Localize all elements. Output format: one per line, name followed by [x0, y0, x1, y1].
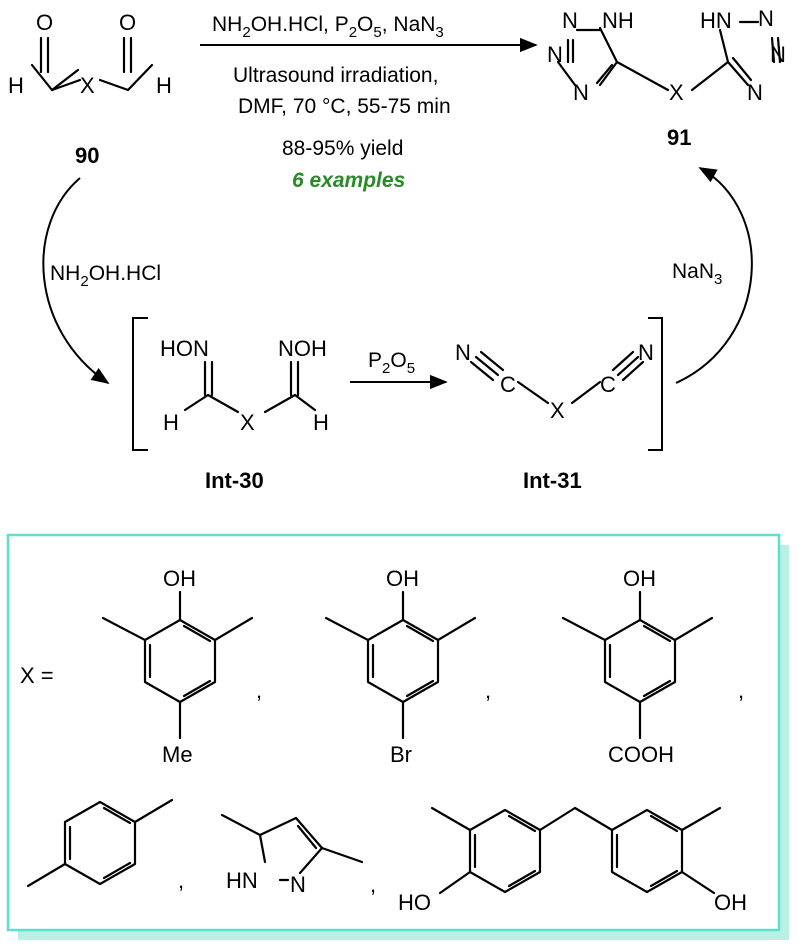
atom-N: N [638, 340, 654, 365]
main-reagents: NH2OH.HCl, P2O5, NaN3 [212, 13, 444, 41]
atom-N: N [770, 42, 786, 67]
compound-90-structure: O O H H X [8, 10, 172, 98]
condition-line-1: Ultrasound irradiation, [233, 64, 438, 87]
atom-N: N [455, 340, 471, 365]
substituent-p-tolyl: , [26, 798, 184, 893]
substituent-bisphenol-methylene: HO OH [398, 806, 747, 915]
atom-HN: HN [700, 8, 732, 33]
substituent-box [6, 533, 781, 932]
compound-91-structure: N NH N N X HN N N N [547, 6, 786, 105]
examples-text: 6 examples [292, 169, 405, 192]
atom-H: H [313, 410, 329, 435]
label-91: 91 [667, 125, 691, 150]
atom-O: O [119, 10, 136, 35]
int-30-structure: HON NOH H X H [160, 336, 329, 435]
curved-arrow-step1 [42, 177, 110, 385]
comma: , [370, 872, 376, 897]
carbon-C-left: C [500, 372, 516, 397]
right-bracket [648, 317, 663, 451]
int-31-structure: N X N C C [455, 340, 654, 423]
carbon-C-right: C [600, 372, 616, 397]
atom-OH: OH [714, 890, 747, 915]
atom-H: H [156, 73, 172, 98]
atom-HN: HN [226, 868, 258, 893]
atom-O: O [36, 10, 53, 35]
atom-NH: NH [602, 8, 634, 33]
atom-HO: HO [398, 890, 431, 915]
atom-N: N [573, 80, 589, 105]
comma: , [178, 868, 184, 893]
substituent-mesitol: OH Me , [101, 566, 262, 767]
label-int-31: Int-31 [523, 468, 582, 493]
substituent-hydroxybenzoic-acid: OH COOH , [561, 566, 744, 767]
left-bracket [132, 317, 148, 451]
step2-reagent: P2O5 [368, 349, 415, 377]
label-90: 90 [75, 143, 99, 168]
atom-Br: Br [390, 742, 412, 767]
atom-COOH: COOH [608, 742, 674, 767]
atom-OH: OH [623, 566, 656, 591]
x-equals-label: X = [20, 663, 54, 688]
atom-OH: OH [386, 566, 419, 591]
atom-X: X [80, 73, 95, 98]
atom-Me: Me [162, 742, 193, 767]
comma: , [485, 678, 491, 703]
atom-NOH: NOH [278, 336, 327, 361]
step1-reagent: NH2OH.HCl [50, 262, 161, 290]
curved-arrow-step3 [675, 167, 753, 384]
substituent-pyrazole: HN N , [220, 813, 376, 897]
atom-H: H [8, 73, 24, 98]
atom-N: N [547, 42, 563, 67]
atom-X: X [550, 398, 565, 423]
atom-X: X [669, 80, 684, 105]
atom-HON: HON [160, 336, 209, 361]
atom-H: H [163, 410, 179, 435]
atom-N: N [747, 80, 763, 105]
comma: , [738, 678, 744, 703]
substituent-bromophenol: OH Br , [324, 566, 491, 767]
atom-N: N [562, 8, 578, 33]
yield-text: 88-95% yield [282, 137, 403, 160]
atom-N: N [758, 6, 774, 31]
atom-X: X [240, 410, 255, 435]
condition-line-2: DMF, 70 °C, 55-75 min [238, 95, 451, 118]
step3-reagent: NaN3 [672, 260, 722, 288]
atom-OH: OH [163, 566, 196, 591]
label-int-30: Int-30 [205, 468, 264, 493]
atom-N: N [290, 872, 306, 897]
comma: , [256, 678, 262, 703]
